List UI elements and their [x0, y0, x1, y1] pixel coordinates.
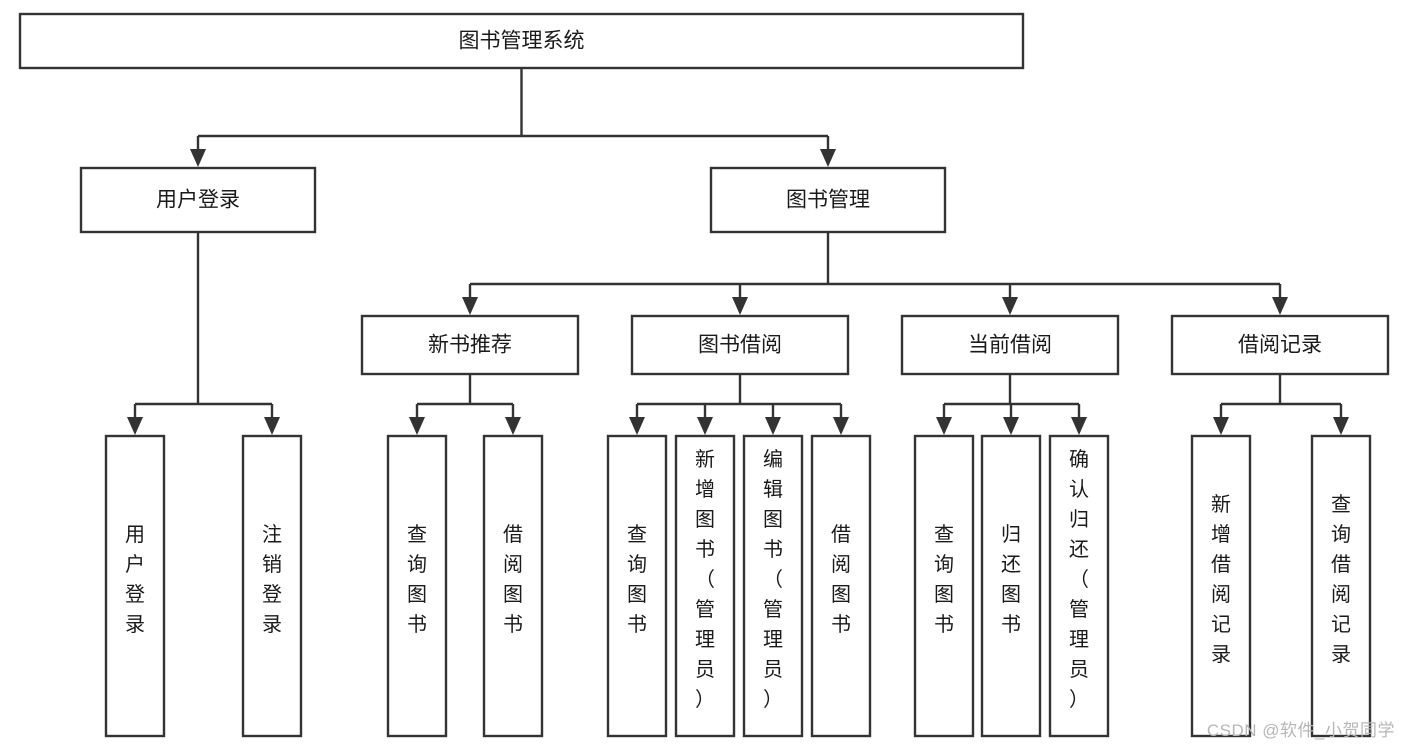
- node-book-borrow[interactable]: 图书借阅: [630, 314, 850, 376]
- node-leaf-borrow-book-2[interactable]: 借阅图书: [810, 434, 872, 738]
- arrow-head-icon: [820, 149, 836, 167]
- connector-group-current-borrow: [936, 374, 1087, 435]
- node-label: 查询图书: [407, 523, 427, 636]
- node-box: [79, 166, 317, 234]
- arrow-head-icon: [1213, 417, 1229, 435]
- node-label: 查询借阅记录: [1331, 493, 1351, 666]
- arrow-head-icon: [127, 417, 143, 435]
- node-user-login[interactable]: 用户登录: [79, 166, 317, 234]
- node-box: [482, 434, 544, 738]
- node-label: 编辑图书（管理员）: [763, 448, 783, 711]
- node-label: 新增借阅记录: [1211, 493, 1231, 666]
- node-box: [913, 434, 975, 738]
- node-label: 新增图书（管理员）: [695, 448, 715, 711]
- node-leaf-add-borrow-record[interactable]: 新增借阅记录: [1190, 434, 1252, 738]
- node-box: [606, 434, 668, 738]
- arrow-head-icon: [190, 149, 206, 167]
- arrow-head-icon: [765, 417, 781, 435]
- node-leaf-borrow-book-1[interactable]: 借阅图书: [482, 434, 544, 738]
- node-box: [18, 12, 1025, 70]
- arrow-head-icon: [505, 417, 521, 435]
- node-box: [104, 434, 166, 738]
- arrow-head-icon: [697, 417, 713, 435]
- connector-group-new-book-recommend: [409, 374, 521, 435]
- node-label: 确认归还（管理员）: [1069, 448, 1089, 711]
- node-label: 图书管理系统: [459, 30, 585, 53]
- node-box: [630, 314, 850, 376]
- connector-group-book-management: [462, 232, 1288, 315]
- node-label: 借阅图书: [503, 523, 523, 636]
- node-label: 借阅记录: [1238, 334, 1322, 357]
- node-leaf-query-book-2[interactable]: 查询图书: [606, 434, 668, 738]
- node-label: 用户登录: [156, 189, 240, 212]
- arrow-head-icon: [629, 417, 645, 435]
- connector-group-borrow-records: [1213, 374, 1349, 435]
- node-label: 借阅图书: [831, 523, 851, 636]
- node-root[interactable]: 图书管理系统: [18, 12, 1025, 70]
- node-box: [742, 434, 804, 738]
- node-label: 注销登录: [262, 523, 282, 636]
- node-box: [980, 434, 1042, 738]
- node-box: [386, 434, 448, 738]
- node-new-book-recommend[interactable]: 新书推荐: [360, 314, 580, 376]
- node-label: 图书借阅: [698, 334, 782, 357]
- arrow-head-icon: [732, 297, 748, 315]
- node-box: [1190, 434, 1252, 738]
- node-book-management[interactable]: 图书管理: [709, 166, 947, 234]
- node-leaf-query-book-3[interactable]: 查询图书: [913, 434, 975, 738]
- node-box: [709, 166, 947, 234]
- node-box: [241, 434, 303, 738]
- node-box: [1048, 434, 1110, 738]
- node-borrow-records[interactable]: 借阅记录: [1170, 314, 1390, 376]
- node-label: 查询图书: [627, 523, 647, 636]
- node-layer: 图书管理系统用户登录图书管理新书推荐图书借阅当前借阅借阅记录用户登录注销登录查询…: [18, 12, 1390, 738]
- connector-group-root: [190, 68, 836, 167]
- node-leaf-query-borrow-record[interactable]: 查询借阅记录: [1310, 434, 1372, 738]
- node-label: 用户登录: [125, 524, 145, 636]
- node-label: 查询图书: [934, 523, 954, 636]
- node-box: [810, 434, 872, 738]
- arrow-head-icon: [833, 417, 849, 435]
- node-leaf-confirm-return[interactable]: 确认归还（管理员）: [1048, 434, 1110, 738]
- node-label: 当前借阅: [968, 334, 1052, 357]
- arrow-head-icon: [1272, 297, 1288, 315]
- node-leaf-user-login[interactable]: 用户登录: [104, 434, 166, 738]
- arrow-head-icon: [1002, 297, 1018, 315]
- node-leaf-add-book[interactable]: 新增图书（管理员）: [674, 434, 736, 738]
- arrow-head-icon: [409, 417, 425, 435]
- node-box: [1170, 314, 1390, 376]
- arrow-head-icon: [1071, 417, 1087, 435]
- node-leaf-return-book[interactable]: 归还图书: [980, 434, 1042, 738]
- node-leaf-edit-book[interactable]: 编辑图书（管理员）: [742, 434, 804, 738]
- arrow-head-icon: [1003, 417, 1019, 435]
- node-box: [360, 314, 580, 376]
- node-current-borrow[interactable]: 当前借阅: [900, 314, 1120, 376]
- node-leaf-logout-login[interactable]: 注销登录: [241, 434, 303, 738]
- connector-layer: [127, 68, 1349, 435]
- node-box: [900, 314, 1120, 376]
- arrow-head-icon: [936, 417, 952, 435]
- node-box: [674, 434, 736, 738]
- connector-group-user-login: [127, 232, 280, 435]
- arrow-head-icon: [1333, 417, 1349, 435]
- node-box: [1310, 434, 1372, 738]
- node-label: 图书管理: [786, 189, 870, 212]
- arrow-head-icon: [462, 297, 478, 315]
- node-label: 归还图书: [1001, 523, 1021, 636]
- node-leaf-query-book-1[interactable]: 查询图书: [386, 434, 448, 738]
- connector-group-book-borrow: [629, 374, 849, 435]
- node-label: 新书推荐: [428, 334, 512, 357]
- arrow-head-icon: [264, 417, 280, 435]
